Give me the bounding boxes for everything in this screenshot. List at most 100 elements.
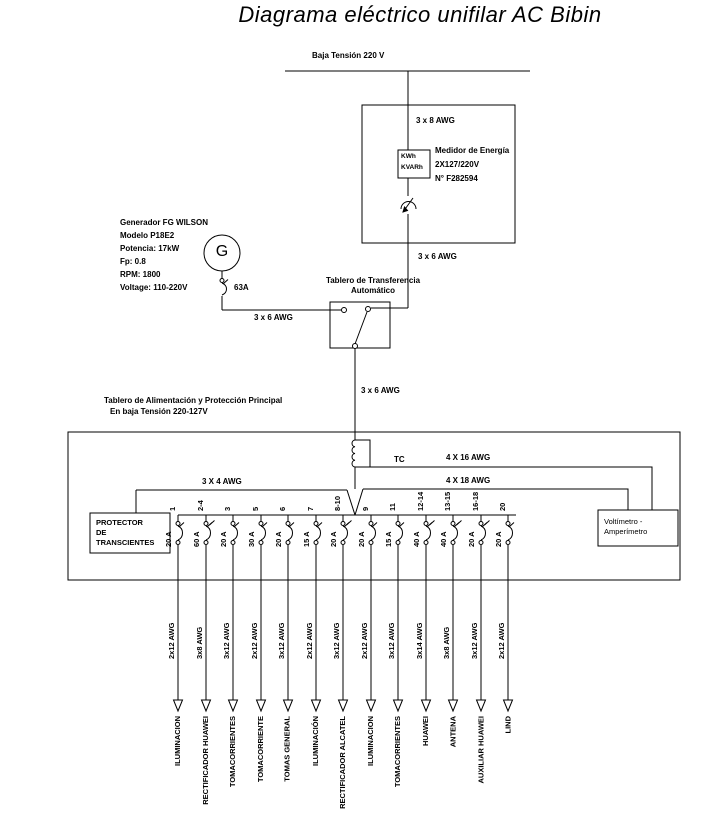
breaker-rating: 20 A: [467, 531, 476, 547]
circuit-number: 9: [361, 506, 370, 511]
branch-wire-awg: 3x8 AWG: [195, 626, 204, 659]
branch-wire-awg: 3x12 AWG: [332, 622, 341, 659]
circuit-number: 7: [306, 506, 315, 511]
panel-title-line1: Tablero de Alimentación y Protección Pri…: [104, 396, 283, 405]
branch-wire-awg: 3x8 AWG: [442, 626, 451, 659]
generator-breaker-symbol: [219, 278, 229, 310]
surge-arrester-symbol: [400, 197, 417, 213]
branch-wire-awg: 2x12 AWG: [360, 622, 369, 659]
circuit-number: 6: [278, 506, 287, 511]
circuit-number: 2-4: [196, 500, 205, 511]
breaker-symbol: [230, 515, 240, 700]
instrument-wiring: [363, 466, 653, 510]
circuit-number: 11: [388, 503, 397, 511]
circuit-number: 13-15: [443, 491, 452, 511]
breaker-symbol: [175, 515, 185, 700]
service-voltage-label: Baja Tensión 220 V: [312, 51, 385, 60]
breaker-symbol: [258, 515, 268, 700]
circuit-number: 8-10: [333, 495, 342, 511]
breaker-rating: 15 A: [384, 531, 393, 547]
breaker-symbol: [203, 515, 215, 700]
breaker-rating: 30 A: [247, 531, 256, 547]
circuit-number: 5: [251, 506, 260, 511]
transfer-output-awg-label: 3 x 6 AWG: [361, 386, 400, 395]
branch-wire-awg: 2x12 AWG: [497, 622, 506, 659]
branch-wire-awg: 3x12 AWG: [387, 622, 396, 659]
meter-name-label: Medidor de Energía: [435, 146, 510, 155]
branch-wire-awg: 2x12 AWG: [305, 622, 314, 659]
ct-label: TC: [394, 455, 405, 464]
circuit-number: 3: [223, 506, 232, 511]
generator-g-symbol-label: G: [215, 243, 229, 260]
breaker-symbol: [450, 515, 462, 700]
breaker-symbol: [395, 515, 405, 700]
generator-info-line: Voltage: 110-220V: [120, 283, 188, 292]
generator-info-line: Modelo P18E2: [120, 231, 175, 240]
voltmeter-label-line2: Amperímetro: [604, 527, 648, 536]
load-arrow-icons: [172, 699, 514, 713]
branch-wire-awg: 3x12 AWG: [470, 622, 479, 659]
breaker-symbol: [505, 515, 515, 700]
breaker-rating: 20 A: [164, 531, 173, 547]
kwh-meter-box: [397, 149, 431, 179]
page-title: Diagrama eléctrico unifilar AC Bibin: [238, 2, 602, 27]
breaker-rating: 20 A: [274, 531, 283, 547]
breaker-symbol: [368, 515, 378, 700]
breaker-rating: 15 A: [302, 531, 311, 547]
breaker-symbol: [340, 515, 352, 700]
generator-symbol: [203, 234, 241, 278]
main-panel-box: [67, 431, 681, 581]
breaker-symbol: [313, 515, 323, 700]
current-transformer-symbol: [351, 439, 371, 489]
breaker-rating: 20 A: [494, 531, 503, 547]
meter-enclosure: [361, 104, 516, 244]
breaker-rating: 60 A: [192, 531, 201, 547]
meter-register-kwh-label: KWh: [401, 153, 416, 160]
breaker-symbol: [423, 515, 435, 700]
branch-wire-awg: 3x12 AWG: [277, 622, 286, 659]
voltmeter-box: [597, 509, 679, 547]
generator-info-line: Potencia: 17kW: [120, 244, 180, 253]
transfer-switch-title-line2: Automático: [351, 286, 395, 295]
voltmeter-feed-awg-label: 4 X 18 AWG: [446, 476, 491, 485]
branch-wire-awg: 2x12 AWG: [250, 622, 259, 659]
panel-title-line2: En baja Tensión 220-127V: [110, 407, 208, 416]
meter-register-kvarh-label: KVARh: [401, 164, 423, 171]
meter-rating-label: 2X127/220V: [435, 160, 480, 169]
protector-feed-awg-label: 3 X 4 AWG: [202, 477, 242, 486]
generator-info-line: RPM: 1800: [120, 270, 161, 279]
protector-box: [89, 512, 171, 554]
utility-feeder-awg-label: 3 x 6 AWG: [418, 252, 457, 261]
breaker-symbol: [285, 515, 295, 700]
protector-label-line2: DE: [96, 528, 107, 537]
branch-wire-awg: 3x12 AWG: [222, 622, 231, 659]
generator-info-line: Fp: 0.8: [120, 257, 146, 266]
circuit-number: 16-18: [471, 491, 480, 511]
generator-breaker-rating-label: 63A: [234, 283, 249, 292]
protector-label-line1: PROTECTOR: [96, 518, 143, 527]
circuit-number: 12-14: [416, 491, 425, 511]
breaker-symbol: [478, 515, 490, 700]
service-feeder-awg-label: 3 x 8 AWG: [416, 116, 455, 125]
meter-serial-label: N° F282594: [435, 174, 478, 183]
protector-label-line3: TRANSCIENTES: [96, 538, 155, 547]
circuit-number: 1: [168, 506, 177, 511]
ct-secondary-awg-label: 4 X 16 AWG: [446, 453, 491, 462]
generator-feeder-awg-label: 3 x 6 AWG: [254, 313, 293, 322]
bus-feed-lines: [135, 488, 364, 516]
transfer-switch-title-line1: Tablero de Transferencia: [325, 276, 421, 285]
breaker-rating: 40 A: [412, 531, 421, 547]
breaker-rating: 40 A: [439, 531, 448, 547]
branch-wire-awg: 2x12 AWG: [167, 622, 176, 659]
voltmeter-label-line1: Voltímetro -: [604, 517, 643, 526]
service-entrance-lines: [285, 70, 530, 105]
generator-info-line: Generador FG WILSON: [120, 218, 209, 227]
breaker-rating: 20 A: [219, 531, 228, 547]
branch-wire-awg: 3x14 AWG: [415, 622, 424, 659]
transfer-switch-symbol: [329, 301, 391, 440]
breaker-rating: 20 A: [329, 531, 338, 547]
breaker-rating: 20 A: [357, 531, 366, 547]
branch-breaker-symbols: [175, 515, 515, 700]
